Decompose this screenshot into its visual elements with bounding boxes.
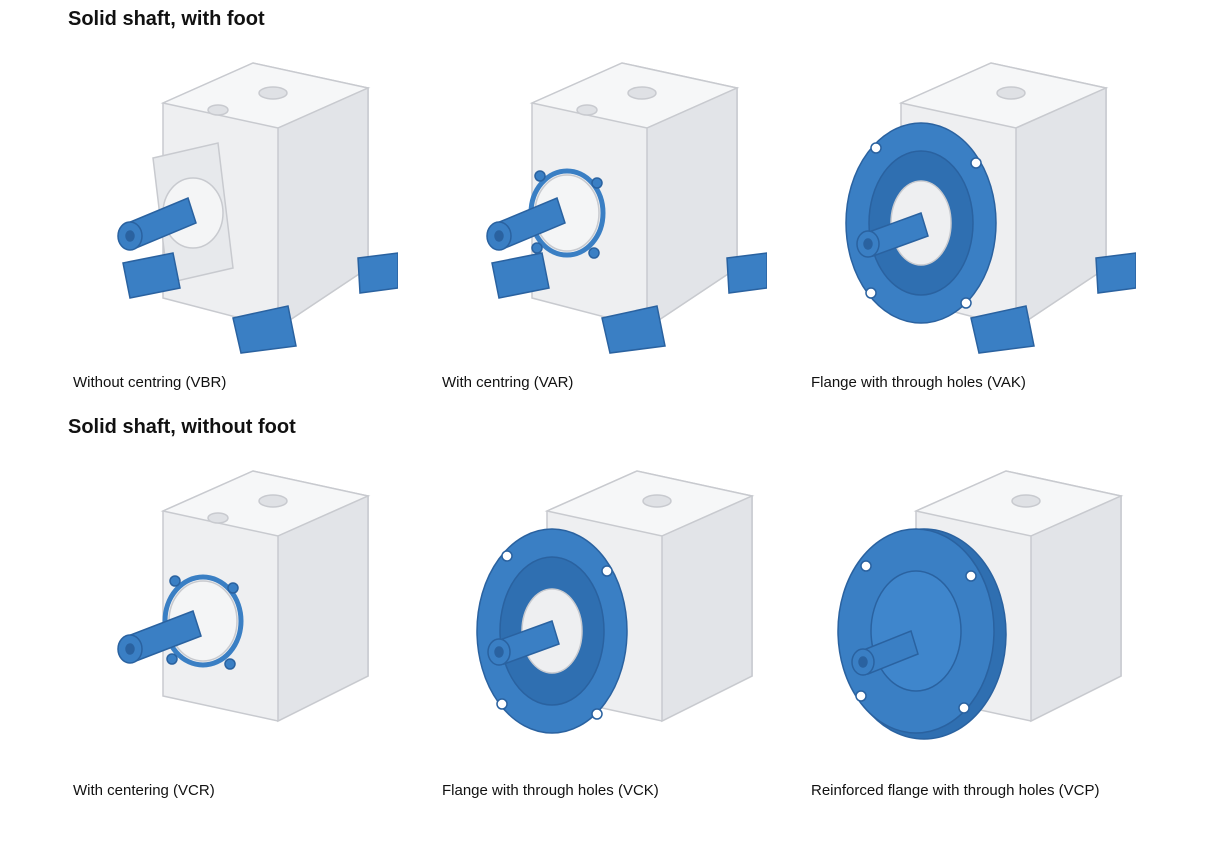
caption-vbr: Without centring (VBR) [73, 374, 227, 391]
product-vck: Flange with through holes (VCK) [437, 456, 767, 799]
gearbox-foot-centring-image [486, 62, 767, 354]
section-title-with-foot: Solid shaft, with foot [68, 8, 265, 30]
caption-vcr: With centering (VCR) [73, 782, 215, 799]
gearbox-foot-flange-image [845, 62, 1136, 354]
product-vak: Flange with through holes (VAK) [806, 48, 1136, 391]
section-title-without-foot: Solid shaft, without foot [68, 416, 296, 438]
caption-vcp: Reinforced flange with through holes (VC… [811, 782, 1100, 799]
caption-var: With centring (VAR) [442, 374, 574, 391]
gearbox-flange-image [476, 470, 755, 734]
product-vcr: With centering (VCR) [68, 456, 398, 799]
product-var: With centring (VAR) [437, 48, 767, 391]
gearbox-centring-image [117, 470, 371, 723]
caption-vck: Flange with through holes (VCK) [442, 782, 659, 799]
gearbox-foot-plain-image [117, 62, 398, 354]
product-vbr: Without centring (VBR) [68, 48, 398, 391]
caption-vak: Flange with through holes (VAK) [811, 374, 1026, 391]
gearbox-reinforced-flange-image [837, 470, 1124, 740]
product-vcp: Reinforced flange with through holes (VC… [806, 456, 1136, 799]
